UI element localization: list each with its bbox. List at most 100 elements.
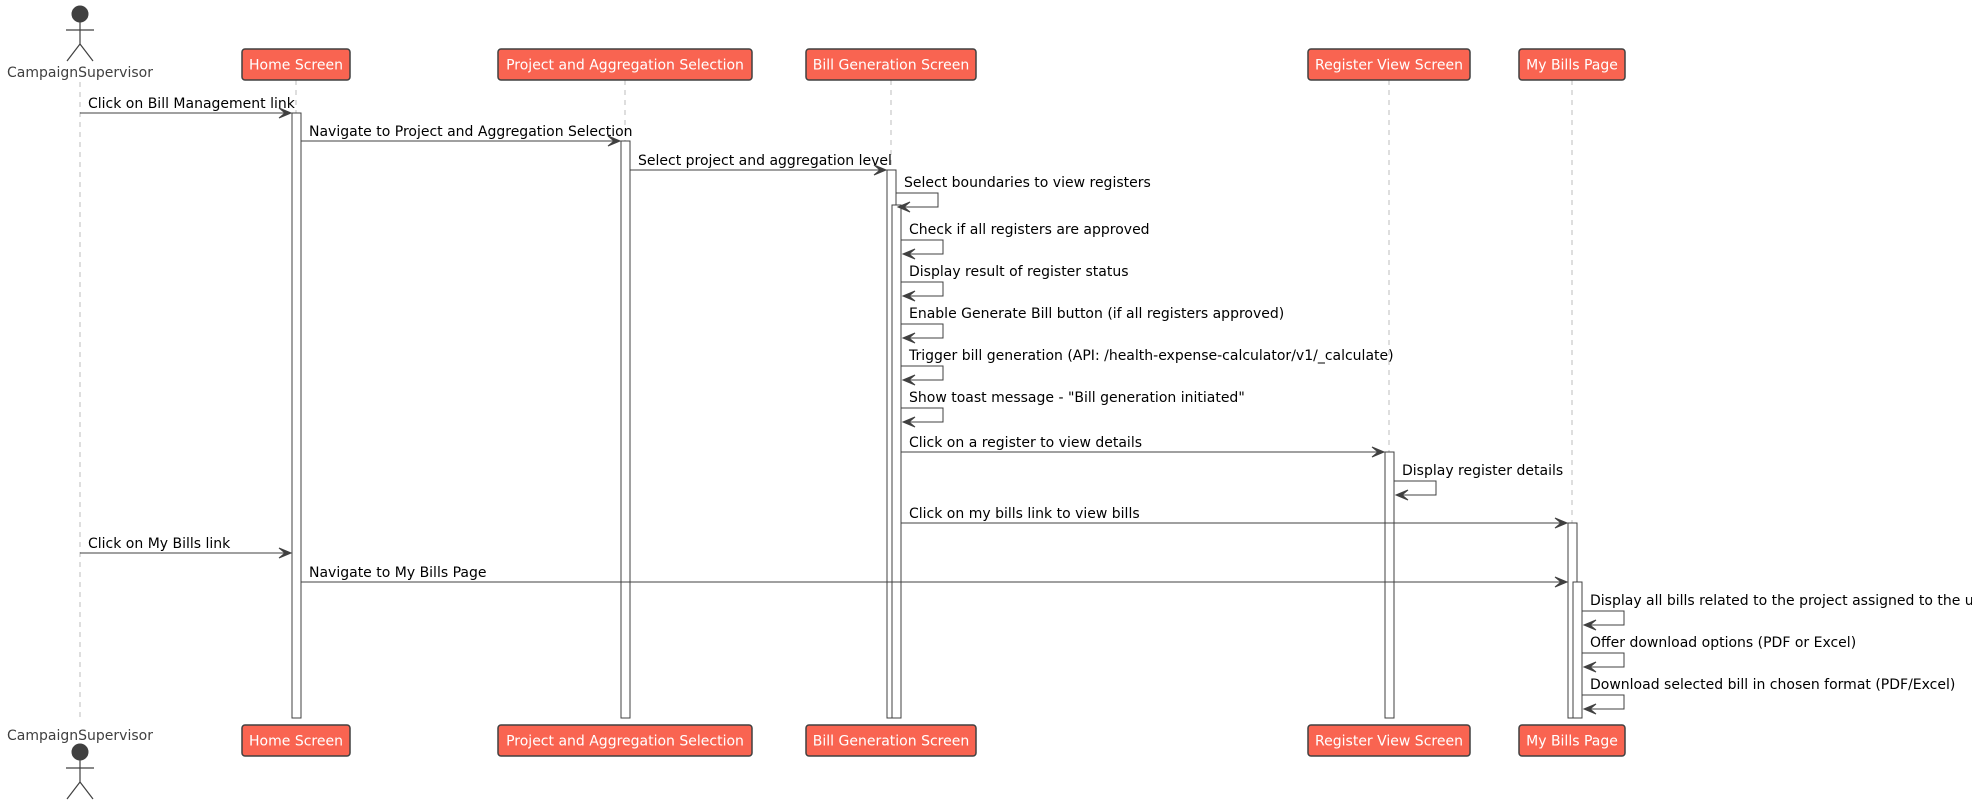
participant-box	[497, 724, 753, 757]
message-11: Display register details	[1394, 463, 1563, 501]
stick-figure-icon	[66, 5, 94, 62]
message-5: Check if all registers are approved	[901, 222, 1150, 260]
participant-label: Home Screen	[249, 734, 343, 750]
arrowhead-icon	[1394, 489, 1409, 501]
participant-proj-bottom: Project and Aggregation Selection	[497, 724, 753, 757]
message-label: Navigate to My Bills Page	[309, 565, 486, 581]
message-9: Show toast message - "Bill generation in…	[901, 390, 1245, 428]
message-12: Click on my bills link to view bills	[901, 506, 1569, 529]
arrowhead-icon	[1582, 619, 1597, 631]
participant-label: Project and Aggregation Selection	[506, 58, 744, 74]
participant-reg-bottom: Register View Screen	[1307, 724, 1471, 757]
participant-bill-bottom: Bill Generation Screen	[805, 724, 977, 757]
self-message-line	[901, 281, 944, 297]
message-label: Select boundaries to view registers	[904, 175, 1151, 191]
activation-bar	[1572, 581, 1583, 719]
message-14: Navigate to My Bills Page	[301, 565, 1569, 588]
participant-home-top: Home Screen	[241, 48, 351, 81]
actor-head	[71, 5, 89, 23]
arrowhead-icon	[607, 135, 622, 147]
participant-box	[1518, 724, 1626, 757]
participant-box	[241, 48, 351, 81]
message-7: Enable Generate Bill button (if all regi…	[901, 306, 1284, 344]
actor-leg	[79, 43, 94, 62]
message-label: Display result of register status	[909, 264, 1129, 280]
message-label: Navigate to Project and Aggregation Sele…	[309, 124, 633, 140]
self-message-line	[1582, 652, 1625, 668]
participant-label: Home Screen	[249, 58, 343, 74]
participant-mybills-top: My Bills Page	[1518, 48, 1626, 81]
participant-proj-top: Project and Aggregation Selection	[497, 48, 753, 81]
participant-label: Bill Generation Screen	[813, 734, 969, 750]
activation-bar	[1384, 451, 1395, 719]
self-message-line	[1394, 480, 1437, 496]
participant-heads: CampaignSupervisorCampaignSupervisorHome…	[7, 5, 1626, 800]
participant-box	[497, 48, 753, 81]
participant-box	[1307, 724, 1471, 757]
message-label: Click on My Bills link	[88, 536, 231, 552]
participant-box	[241, 724, 351, 757]
self-message-line	[1582, 610, 1625, 626]
message-13: Click on My Bills link	[80, 536, 293, 559]
message-6: Display result of register status	[901, 264, 1129, 302]
arrowhead-icon	[873, 164, 888, 176]
self-message-line	[901, 239, 944, 255]
message-17: Download selected bill in chosen format …	[1582, 677, 1955, 715]
message-label: Trigger bill generation (API: /health-ex…	[908, 348, 1394, 364]
message-8: Trigger bill generation (API: /health-ex…	[901, 348, 1394, 386]
message-2: Navigate to Project and Aggregation Sele…	[301, 124, 633, 147]
self-message-line	[901, 323, 944, 339]
arrowhead-icon	[1554, 517, 1569, 529]
arrowhead-icon	[1554, 576, 1569, 588]
arrowhead-icon	[278, 547, 293, 559]
message-label: Click on Bill Management link	[88, 96, 296, 112]
message-label: Check if all registers are approved	[909, 222, 1150, 238]
participant-reg-top: Register View Screen	[1307, 48, 1471, 81]
arrowhead-icon	[1371, 446, 1386, 458]
participant-home-bottom: Home Screen	[241, 724, 351, 757]
message-label: Display register details	[1402, 463, 1563, 479]
actor-head	[71, 743, 89, 761]
activation-bar	[620, 140, 631, 719]
arrowhead-icon	[901, 332, 916, 344]
participant-label: Bill Generation Screen	[813, 58, 969, 74]
participant-label: My Bills Page	[1526, 734, 1618, 750]
message-label: Display all bills related to the project…	[1590, 593, 1972, 609]
actor-leg	[79, 781, 94, 800]
activation-bar	[291, 112, 302, 719]
message-3: Select project and aggregation level	[630, 153, 892, 176]
actor-name-top: CampaignSupervisor	[7, 65, 153, 81]
participant-box	[1518, 48, 1626, 81]
participant-label: Project and Aggregation Selection	[506, 734, 744, 750]
message-label: Select project and aggregation level	[638, 153, 892, 169]
message-label: Offer download options (PDF or Excel)	[1590, 635, 1856, 651]
arrowhead-icon	[1582, 703, 1597, 715]
arrowhead-icon	[901, 374, 916, 386]
self-message-line	[896, 192, 939, 208]
lifelines	[79, 80, 1573, 722]
message-16: Offer download options (PDF or Excel)	[1582, 635, 1856, 673]
arrowhead-icon	[901, 416, 916, 428]
message-15: Display all bills related to the project…	[1582, 593, 1972, 631]
activation-bar	[891, 204, 902, 719]
self-message-line	[901, 365, 944, 381]
participant-box	[1307, 48, 1471, 81]
arrowhead-icon	[278, 107, 293, 119]
actor-leg	[66, 781, 81, 800]
arrowhead-icon	[901, 248, 916, 260]
message-10: Click on a register to view details	[901, 435, 1386, 458]
stick-figure-icon	[66, 743, 94, 800]
self-message-line	[1582, 694, 1625, 710]
actor-leg	[66, 43, 81, 62]
message-1: Click on Bill Management link	[80, 96, 296, 119]
participant-mybills-bottom: My Bills Page	[1518, 724, 1626, 757]
participant-label: Register View Screen	[1315, 58, 1463, 74]
activation-bars	[291, 112, 1583, 719]
participant-box	[805, 48, 977, 81]
participant-bill-top: Bill Generation Screen	[805, 48, 977, 81]
message-label: Click on my bills link to view bills	[909, 506, 1140, 522]
message-label: Download selected bill in chosen format …	[1590, 677, 1955, 693]
participant-label: Register View Screen	[1315, 734, 1463, 750]
